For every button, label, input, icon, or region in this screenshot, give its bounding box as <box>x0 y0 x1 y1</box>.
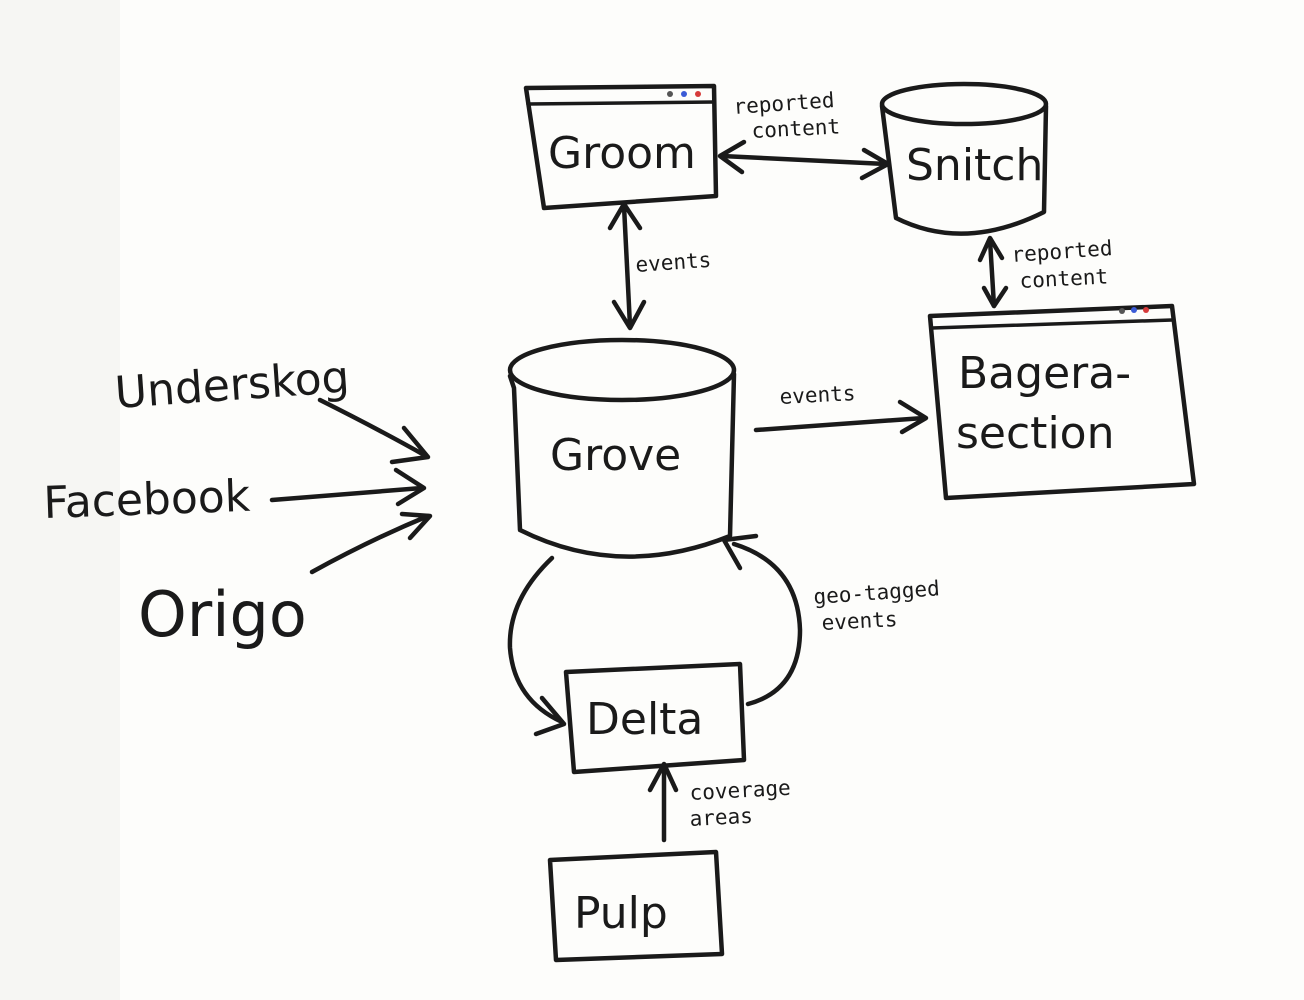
snitch-bagera-line <box>987 237 997 309</box>
bagera-window-dot-red <box>1143 307 1149 313</box>
source-underskog[interactable]: Underskog <box>113 352 351 419</box>
grove-bagera-line <box>753 415 927 433</box>
bagera-titlebar-line <box>930 318 1174 330</box>
snitch-bagera-head-top <box>977 235 1005 263</box>
facebook-label: Facebook <box>43 471 252 529</box>
underskog-arrow-line <box>317 397 429 459</box>
groom-grove-line <box>621 203 633 329</box>
edge-pulp-delta: coverage areas <box>647 761 791 843</box>
snitch-label: Snitch <box>906 140 1043 191</box>
bagera-label-line1: Bagera- <box>958 348 1131 399</box>
edge-grove-delta <box>507 555 567 737</box>
node-grove[interactable]: Grove <box>507 337 737 559</box>
groom-snitch-label-line1: reported <box>733 88 836 119</box>
groom-titlebar-line <box>526 100 716 106</box>
node-snitch[interactable]: Snitch <box>879 81 1049 236</box>
groom-snitch-head-right <box>859 147 891 181</box>
snitch-bagera-head-bottom <box>981 285 1009 309</box>
pulp-delta-label-line2: areas <box>689 804 753 831</box>
source-origo[interactable]: Origo <box>138 578 307 651</box>
node-pulp[interactable]: Pulp <box>547 849 725 963</box>
groom-snitch-label-line2: content <box>751 114 841 143</box>
origo-label: Origo <box>138 578 307 651</box>
delta-grove-label-line2: events <box>821 607 898 635</box>
grove-label: Grove <box>550 430 681 481</box>
edge-groom-grove: events <box>607 201 712 331</box>
edge-snitch-bagera: reported content <box>977 235 1114 309</box>
groom-snitch-line <box>719 153 889 167</box>
pulp-delta-label-line1: coverage <box>689 776 791 805</box>
snitch-cylinder-top <box>879 81 1049 127</box>
pulp-label: Pulp <box>574 888 668 939</box>
grove-cylinder-body <box>507 371 737 559</box>
groom-grove-head-top <box>607 201 643 231</box>
delta-grove-curve <box>731 541 803 707</box>
origo-arrow-line <box>309 513 431 575</box>
grove-bagera-label: events <box>779 381 856 409</box>
grove-delta-head <box>533 695 567 737</box>
groom-window-dot-grey <box>667 91 673 97</box>
source-facebook[interactable]: Facebook <box>43 471 252 529</box>
node-bagera-section[interactable]: Bagera- section <box>927 303 1197 501</box>
paper-shade <box>0 0 120 1000</box>
underskog-arrow-head <box>389 425 431 465</box>
groom-label: Groom <box>548 128 696 179</box>
snitch-bagera-label-line2: content <box>1019 264 1109 293</box>
groom-window-dot-red <box>695 91 701 97</box>
groom-grove-label: events <box>635 248 712 277</box>
delta-label: Delta <box>586 694 703 745</box>
origo-arrow-head <box>399 511 433 541</box>
node-groom[interactable]: Groom <box>523 83 719 211</box>
delta-box <box>563 661 747 775</box>
pulp-box <box>547 849 725 963</box>
pulp-delta-head <box>647 761 679 793</box>
bagera-window-dot-grey <box>1119 308 1125 314</box>
edge-origo-grove <box>309 511 433 575</box>
snitch-bagera-label-line1: reported <box>1011 236 1114 267</box>
edge-underskog-grove <box>317 397 431 465</box>
groom-grove-head-bottom <box>611 299 647 331</box>
grove-bagera-head <box>897 399 929 435</box>
delta-grove-label-line1: geo-tagged <box>813 576 941 609</box>
underskog-label: Underskog <box>113 352 351 419</box>
node-delta[interactable]: Delta <box>563 661 747 775</box>
bagera-window-dot-blue <box>1131 307 1137 313</box>
groom-window-frame <box>523 83 719 211</box>
edge-grove-bagera: events <box>753 381 929 435</box>
delta-grove-head <box>721 533 759 571</box>
snitch-cylinder-body <box>879 103 1049 236</box>
edge-facebook-grove <box>269 467 427 507</box>
bagera-window-frame <box>927 303 1197 501</box>
groom-window-dot-blue <box>681 91 687 97</box>
grove-delta-curve <box>507 555 565 725</box>
bagera-label-line2: section <box>956 408 1114 459</box>
edge-delta-grove: geo-tagged events <box>721 533 941 707</box>
edge-groom-snitch: reported content <box>717 88 891 181</box>
groom-snitch-head-left <box>717 139 747 175</box>
facebook-arrow-head <box>393 467 427 507</box>
facebook-arrow-line <box>269 485 425 503</box>
grove-cylinder-top <box>507 337 737 403</box>
